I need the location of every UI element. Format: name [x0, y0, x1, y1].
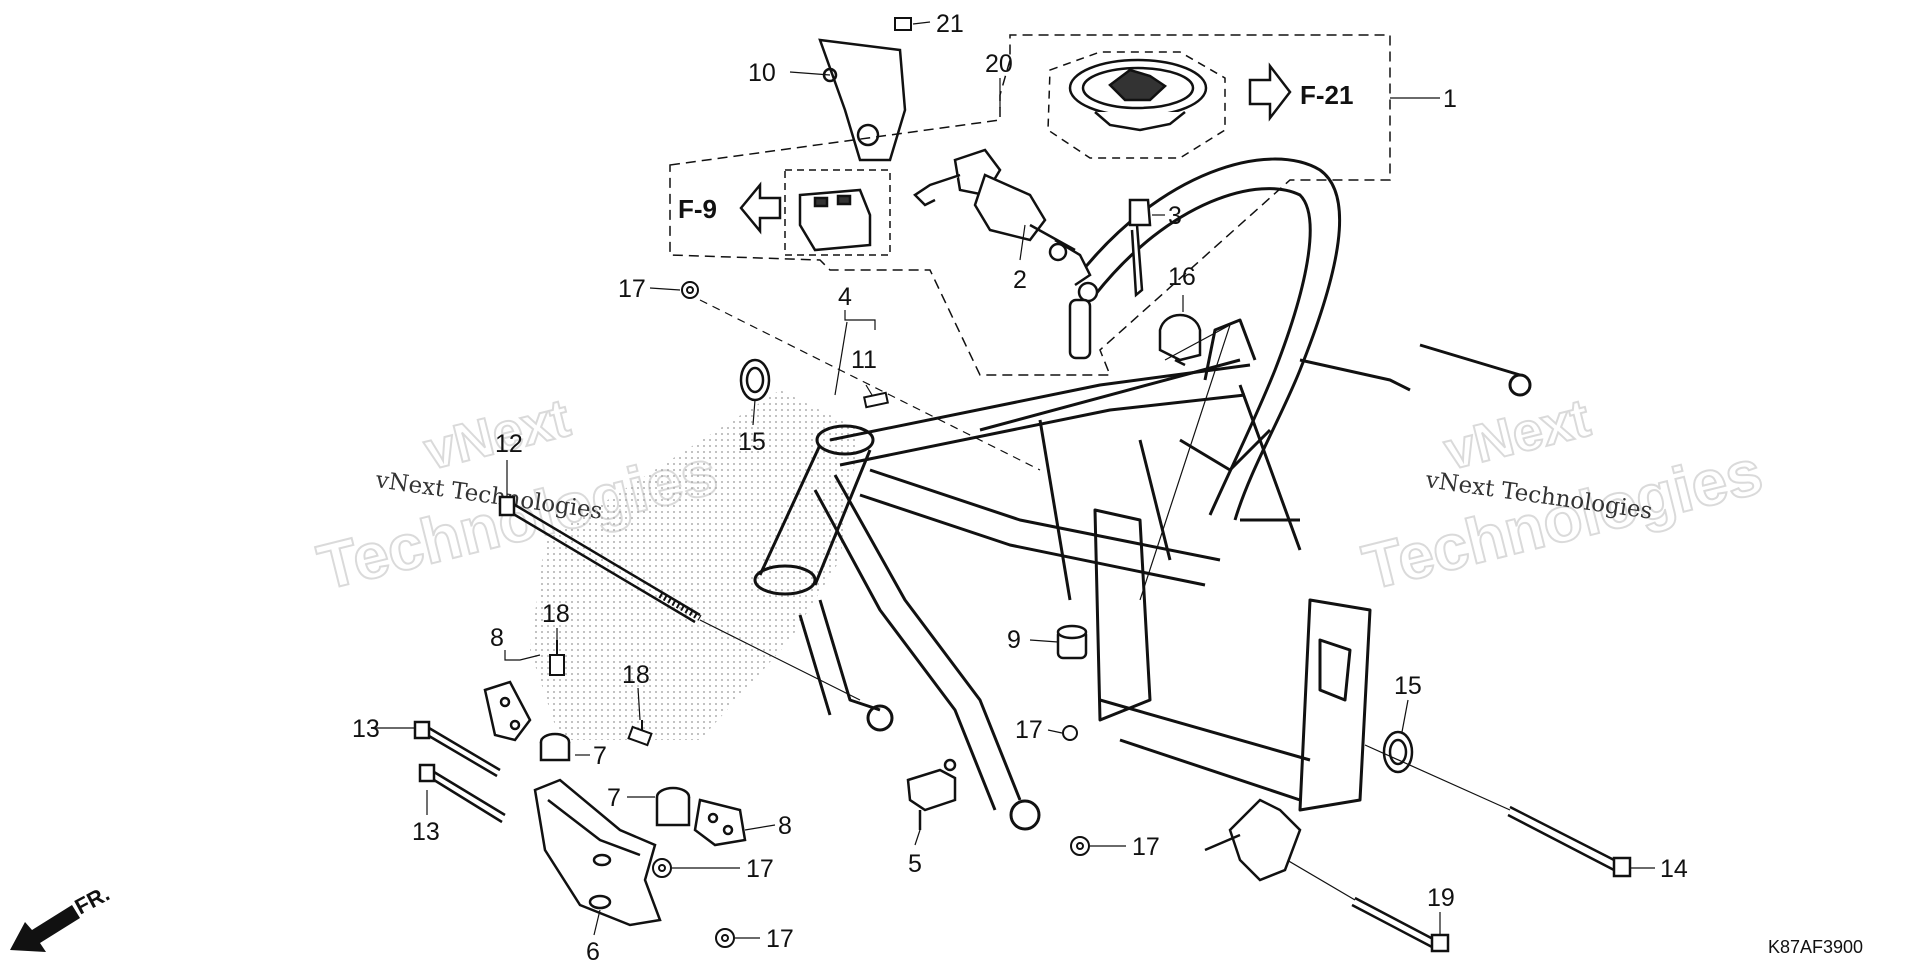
- bearing-upper-part: [739, 358, 771, 402]
- label-part-5: 5: [908, 850, 922, 878]
- label-part-12: 12: [495, 430, 523, 458]
- frame-shadow: [530, 390, 860, 740]
- clamp-leader: [1139, 323, 1232, 601]
- label-part-13a: 13: [352, 715, 380, 743]
- collar-9-part: [1056, 624, 1088, 660]
- rear-bracket-part: [1204, 798, 1302, 882]
- label-part-16: 16: [1168, 263, 1196, 291]
- clamp-part: [1158, 313, 1202, 367]
- nut-17e-part: [1062, 725, 1078, 741]
- diagram-code: K87AF3900: [1768, 937, 1863, 957]
- label-part-15b: 15: [1394, 672, 1422, 700]
- label-part-13b: 13: [412, 818, 440, 846]
- nut-17a-part: [681, 281, 699, 299]
- ignition-switch-part: [913, 148, 1099, 360]
- label-part-6: 6: [586, 938, 600, 960]
- collar-7b-part: [655, 786, 691, 827]
- bolt-21-part: [894, 17, 912, 31]
- label-part-1: 1: [1443, 85, 1457, 113]
- plate-8a-part: [483, 680, 532, 742]
- label-part-7a: 7: [593, 742, 607, 770]
- label-part-3: 3: [1168, 202, 1182, 230]
- leader-lines: [373, 21, 1655, 939]
- watermark-name-right: Technologies: [1356, 435, 1769, 604]
- fuel-cap-ref-box: [1047, 51, 1226, 159]
- label-part-21: 21: [936, 10, 964, 38]
- label-part-19: 19: [1427, 884, 1455, 912]
- label-part-18b: 18: [622, 661, 650, 689]
- watermark-brand-right: vNext: [1438, 388, 1595, 482]
- label-part-9: 9: [1007, 626, 1021, 654]
- label-part-14: 14: [1660, 855, 1688, 883]
- label-part-17b: 17: [746, 855, 774, 883]
- long-bolt-guide: [699, 619, 861, 701]
- label-part-15a: 15: [738, 428, 766, 456]
- plate-11-part: [863, 391, 889, 409]
- label-part-17a: 17: [618, 275, 646, 303]
- plate-8b-part: [693, 798, 747, 847]
- switch-5-part: [906, 758, 957, 830]
- key-part: [1128, 198, 1152, 298]
- main-frame: [753, 157, 1532, 831]
- bolt-18a-part: [549, 640, 565, 676]
- seat-ref-arrow-icon: [739, 181, 782, 235]
- nut-17b-part: [652, 858, 672, 878]
- label-part-4: 4: [838, 283, 852, 311]
- label-part-7b: 7: [607, 784, 621, 812]
- long-bolt-12-part: [498, 495, 702, 624]
- steering-axis-guide: [699, 299, 1041, 471]
- label-part-17e: 17: [1015, 716, 1043, 744]
- label-part-11: 11: [851, 346, 877, 374]
- fuel-cap-part: [1068, 58, 1208, 132]
- label-part-17d: 17: [1132, 833, 1160, 861]
- label-part-8a: 8: [490, 624, 504, 652]
- bolt-13a-part: [413, 720, 501, 778]
- seat-ref-label: F-9: [678, 194, 717, 224]
- seat-ref-box: [669, 34, 1391, 376]
- front-direction-indicator: FR.: [10, 881, 114, 952]
- engine-hanger-6-part: [533, 778, 662, 927]
- collar-7a-part: [539, 732, 571, 762]
- nut-17c-part: [715, 928, 735, 948]
- label-part-20: 20: [985, 50, 1013, 78]
- label-part-8b: 8: [778, 812, 792, 840]
- bolt-14-part: [1507, 805, 1632, 878]
- fuel-cap-ref-label: F-21: [1300, 80, 1353, 110]
- bearing-right-part: [1382, 730, 1414, 774]
- bolt-13b-part: [418, 763, 506, 824]
- label-part-18a: 18: [542, 600, 570, 628]
- bracket-part: [818, 38, 907, 162]
- nut-17d-part: [1070, 836, 1090, 856]
- fuel-cap-ref-arrow-icon: [1248, 62, 1292, 122]
- label-part-2: 2: [1013, 266, 1027, 294]
- front-arrow-icon: [10, 905, 80, 952]
- bolt-14-guide: [1364, 744, 1511, 811]
- label-part-17c: 17: [766, 925, 794, 953]
- seat-block-icon: [798, 188, 872, 252]
- bolt-18b-part: [627, 720, 653, 747]
- label-part-10: 10: [748, 59, 776, 87]
